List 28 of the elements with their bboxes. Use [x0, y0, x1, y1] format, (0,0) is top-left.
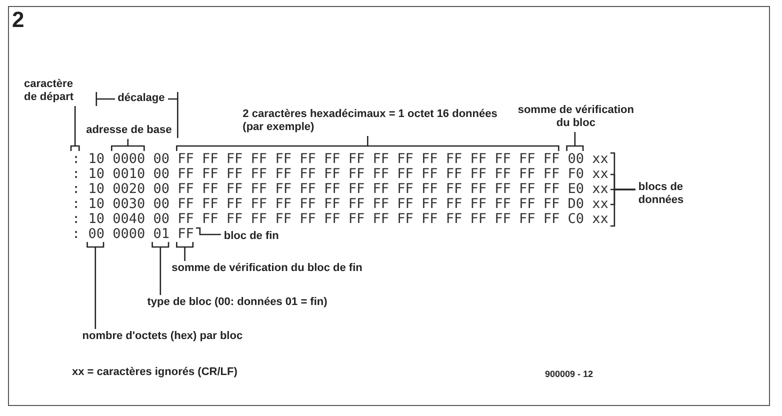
leader-line [86, 241, 104, 330]
note-text: xx = caractères ignorés (CR/LF) [72, 366, 238, 379]
annotation-label: somme de vérification du bloc de fin [172, 262, 362, 275]
hex-record-row: : 00 0000 01 FF [72, 227, 194, 242]
annotation-label: nombre d'octets (hex) par bloc [82, 330, 243, 343]
leader-line [196, 227, 221, 236]
annotation-label: caractère de départ [24, 78, 86, 104]
annotation-label: adresse de base [86, 124, 172, 137]
leader-line [152, 241, 170, 296]
leader-line [111, 138, 145, 152]
leader-line [566, 131, 584, 152]
leader-line [176, 241, 194, 262]
hex-record-row: : 10 0000 00 FF FF FF FF FF FF FF FF FF FF FF FF FF FF FF FF 00 xx [72, 152, 608, 167]
annotation-label: bloc de fin [224, 230, 279, 243]
annotation-label: somme de vérification du bloc [516, 104, 636, 130]
figure-code: 900009 - 12 [545, 368, 594, 381]
leader-line [70, 105, 80, 152]
hex-record-row: : 10 0040 00 FF FF FF FF FF FF FF FF FF FF FF FF FF FF FF FF C0 xx [72, 212, 608, 227]
hex-record-row: : 10 0030 00 FF FF FF FF FF FF FF FF FF FF FF FF FF FF FF FF D0 xx [72, 197, 608, 212]
hex-record-row: : 10 0020 00 FF FF FF FF FF FF FF FF FF FF FF FF FF FF FF FF E0 xx [72, 182, 608, 197]
annotation-label: blocs de données [638, 181, 708, 207]
annotation-label: 2 caractères hexadécimaux = 1 octet 16 données (par exemple) [242, 108, 503, 134]
hex-record-row: : 10 0010 00 FF FF FF FF FF FF FF FF FF FF FF FF FF FF FF FF F0 xx [72, 167, 608, 182]
annotation-label: type de bloc (00: données 01 = fin) [147, 296, 328, 309]
leader-line [176, 135, 560, 152]
leader-line [610, 188, 636, 227]
dimension-label: décalage [114, 92, 168, 105]
figure-number: 2 [12, 8, 24, 32]
